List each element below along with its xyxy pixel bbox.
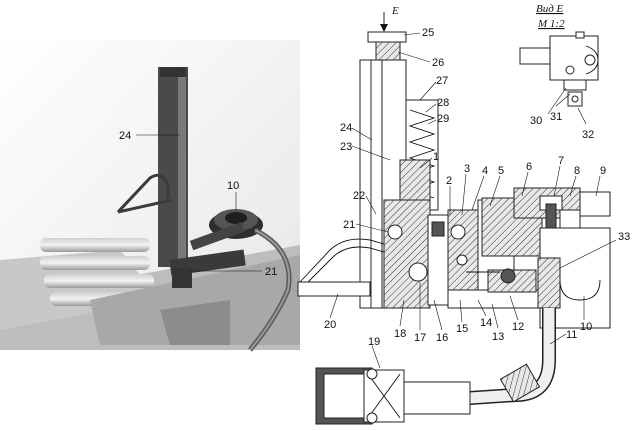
label-1: 1 — [433, 151, 439, 163]
label-28: 28 — [437, 97, 449, 109]
photo-label-21: 21 — [265, 266, 277, 278]
section-drawing: E — [297, 5, 630, 425]
label-13: 13 — [492, 331, 504, 343]
inset-label-30: 30 — [530, 115, 542, 127]
photo-label-24: 24 — [119, 130, 131, 142]
label-4: 4 — [482, 165, 488, 177]
label-6: 6 — [526, 161, 532, 173]
photo-label-10: 10 — [227, 180, 239, 192]
label-20: 20 — [324, 319, 336, 331]
view-scale: М 1:2 — [537, 18, 565, 30]
view-e-inset: Вид E М 1:2 30 31 32 — [519, 3, 599, 141]
label-10: 10 — [580, 321, 592, 333]
label-29: 29 — [437, 113, 449, 125]
device-photo: 24 10 21 — [0, 40, 300, 352]
label-18: 18 — [394, 328, 406, 340]
label-23: 23 — [340, 141, 352, 153]
label-21: 21 — [343, 219, 355, 231]
view-title: Вид E — [536, 3, 564, 15]
label-12: 12 — [512, 321, 524, 333]
label-8: 8 — [574, 165, 580, 177]
label-17: 17 — [414, 332, 426, 344]
label-33: 33 — [618, 231, 630, 243]
label-19: 19 — [368, 336, 380, 348]
label-22: 22 — [353, 190, 365, 202]
photo-knob-10 — [189, 209, 263, 251]
label-24: 24 — [340, 122, 352, 134]
label-26: 26 — [432, 57, 444, 69]
label-7: 7 — [558, 155, 564, 167]
label-14: 14 — [480, 317, 492, 329]
inset-label-31: 31 — [550, 111, 562, 123]
label-5: 5 — [498, 165, 504, 177]
label-2: 2 — [446, 175, 452, 187]
label-16: 16 — [436, 332, 448, 344]
view-arrow-label: E — [391, 5, 399, 17]
label-27: 27 — [436, 75, 448, 87]
inset-label-32: 32 — [582, 129, 594, 141]
photo-rail-24 — [158, 67, 188, 267]
label-15: 15 — [456, 323, 468, 335]
label-25: 25 — [422, 27, 434, 39]
label-11: 11 — [566, 329, 577, 341]
label-3: 3 — [464, 163, 470, 175]
label-9: 9 — [600, 165, 606, 177]
